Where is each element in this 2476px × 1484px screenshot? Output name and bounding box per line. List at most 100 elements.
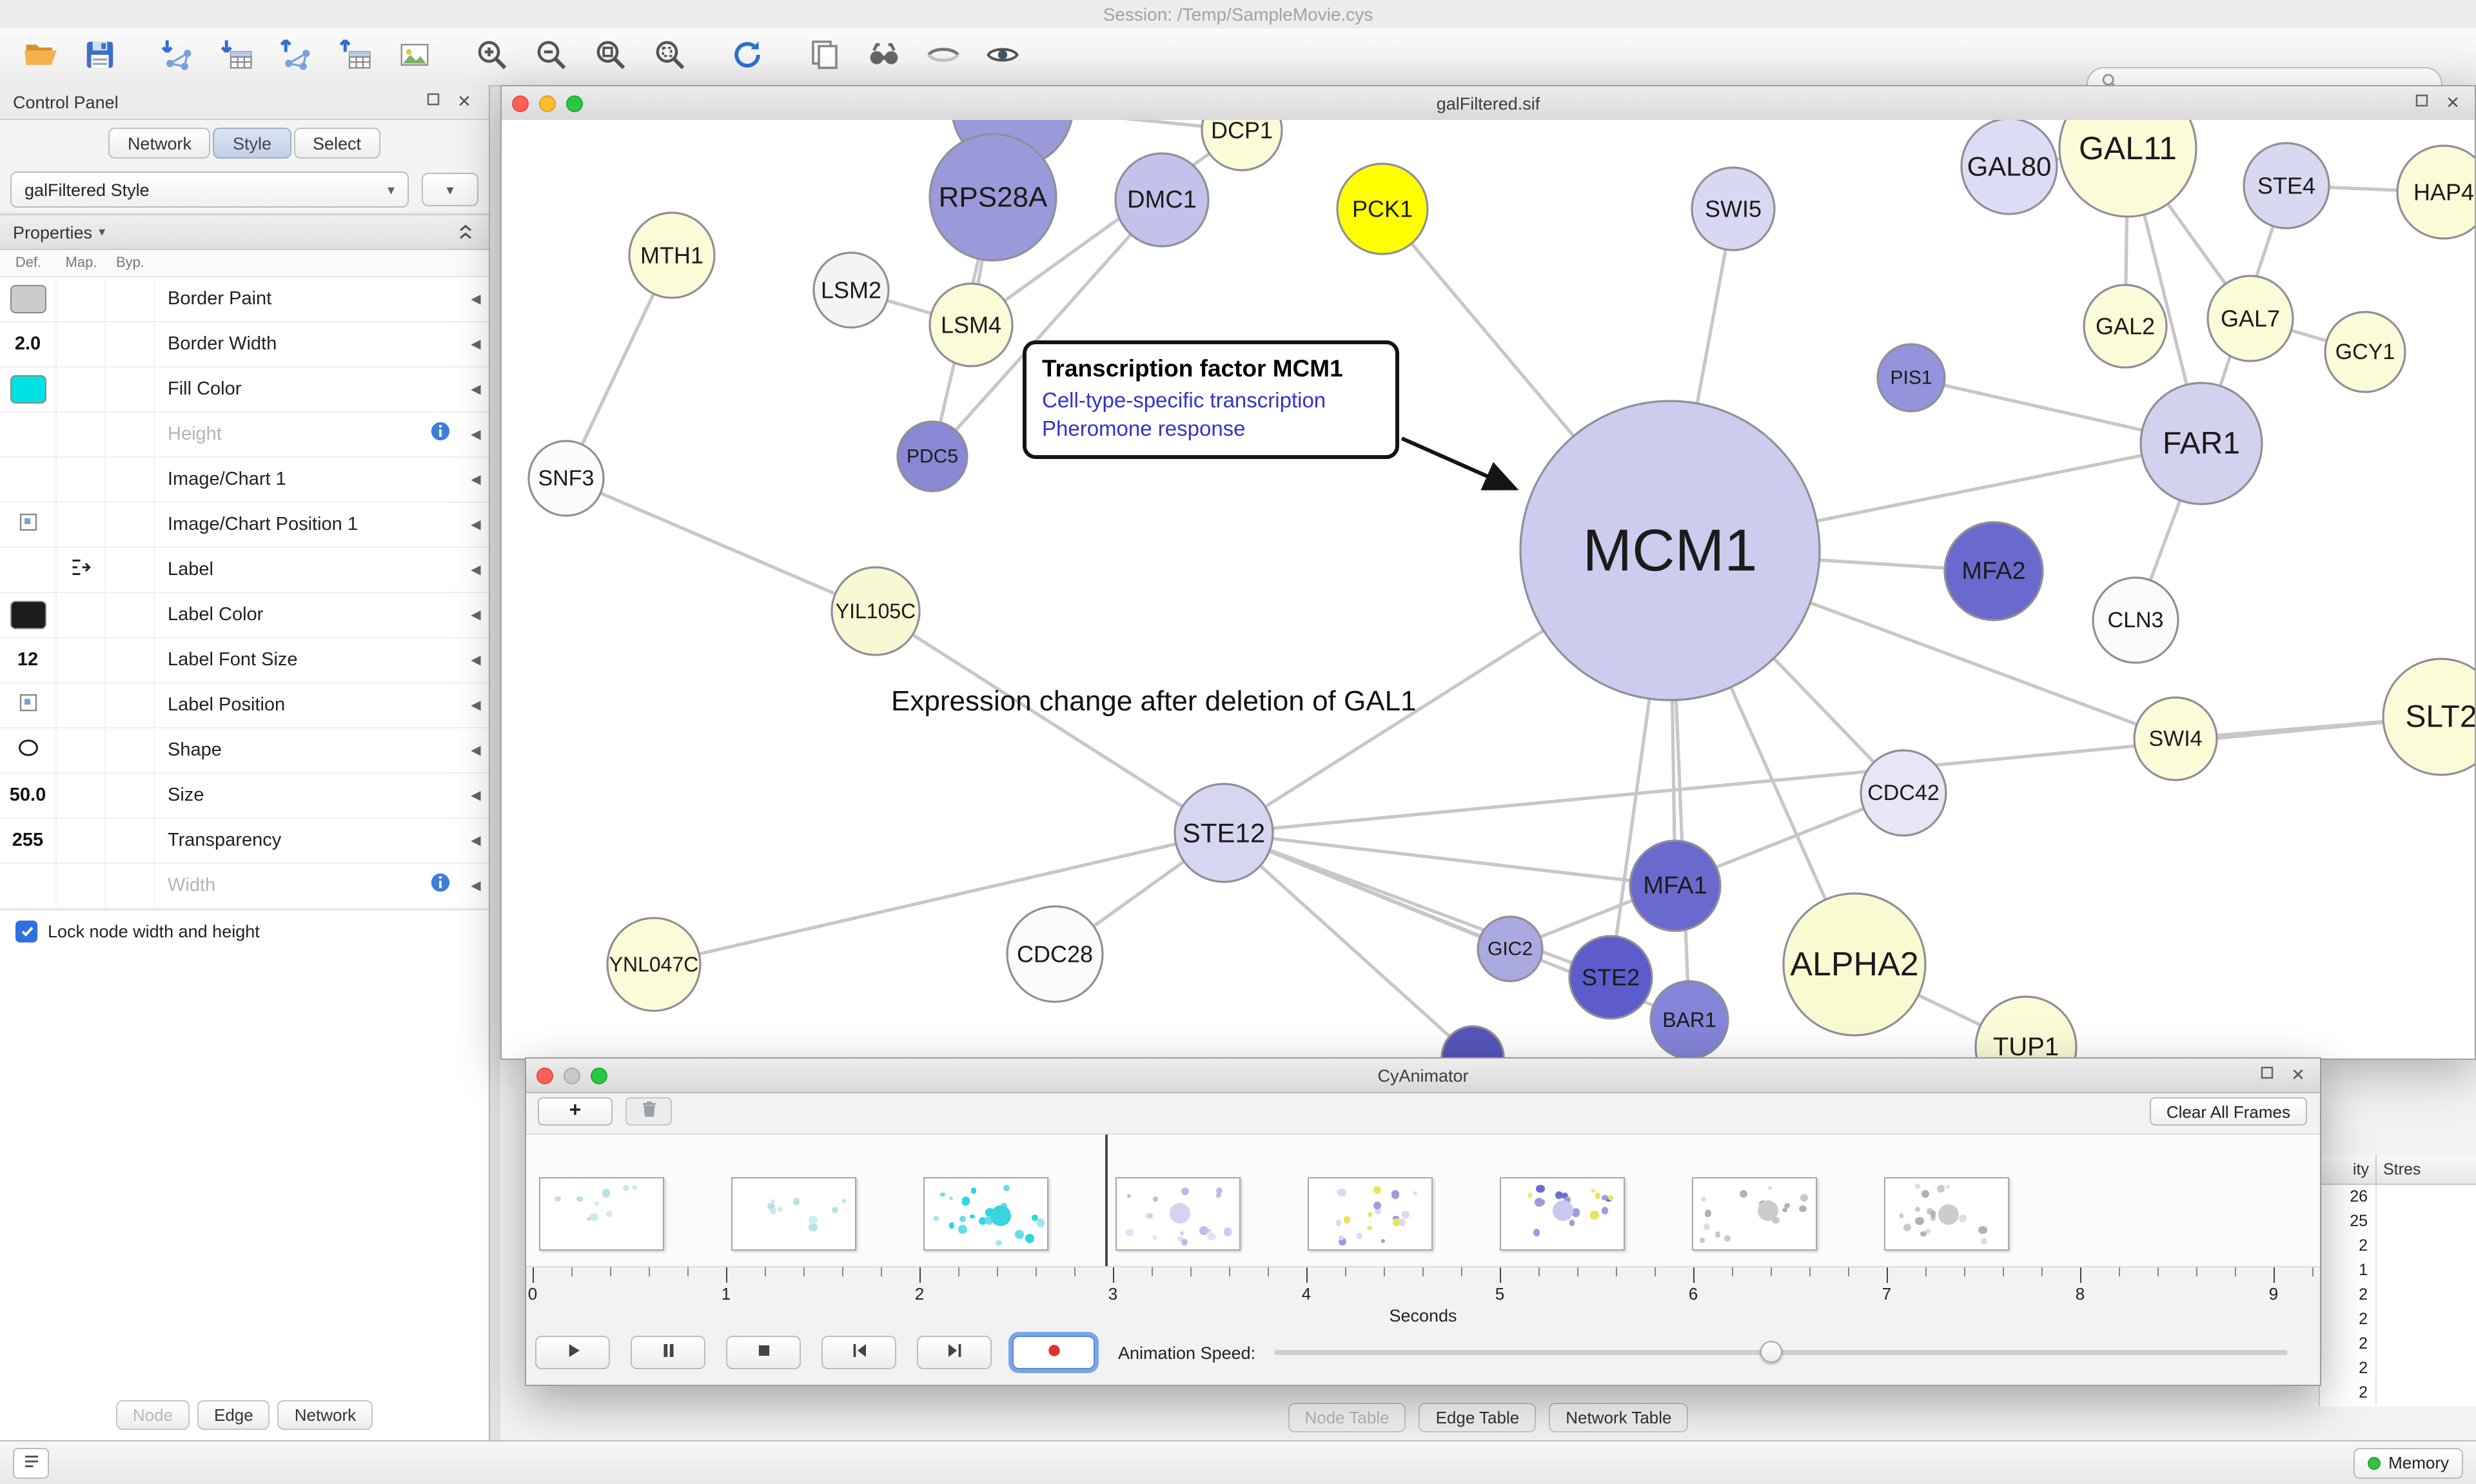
table-row[interactable]: 2 — [2320, 1307, 2476, 1332]
node-ste12[interactable]: STE12 — [1174, 783, 1274, 883]
property-default-cell[interactable] — [0, 367, 57, 411]
table-row[interactable]: 2 — [2320, 1332, 2476, 1356]
import-network-button[interactable] — [152, 35, 201, 79]
node-hap4[interactable]: HAP4 — [2396, 144, 2475, 240]
property-bypass-cell[interactable] — [106, 683, 155, 727]
color-swatch[interactable] — [10, 375, 46, 404]
node-ynl047c[interactable]: YNL047C — [606, 917, 702, 1012]
color-swatch[interactable] — [10, 601, 46, 629]
node-ste4[interactable]: STE4 — [2243, 142, 2330, 229]
node-rps28a[interactable]: RPS28A — [928, 133, 1057, 262]
style-selector[interactable]: galFiltered Style ▾ — [10, 171, 409, 208]
stop-button[interactable] — [726, 1336, 801, 1369]
zoom-out-button[interactable] — [526, 35, 575, 79]
node-tup1[interactable]: TUP1 — [1974, 995, 2078, 1059]
style-options-button[interactable]: ▾ — [422, 173, 478, 206]
property-mapping-cell[interactable] — [57, 728, 106, 772]
record-button[interactable] — [1012, 1336, 1095, 1369]
tab-node-table[interactable]: Node Table — [1288, 1403, 1406, 1432]
panel-tab-network[interactable]: Network — [277, 1400, 373, 1430]
property-mapping-cell[interactable] — [57, 638, 106, 682]
node-lsm2[interactable]: LSM2 — [812, 251, 890, 329]
node-yil105c[interactable]: YIL105C — [830, 566, 921, 656]
float-panel-icon[interactable] — [422, 90, 445, 113]
property-bypass-cell[interactable] — [106, 864, 155, 908]
property-mapping-cell[interactable] — [57, 683, 106, 727]
open-session-button[interactable] — [15, 35, 64, 79]
property-bypass-cell[interactable] — [106, 819, 155, 863]
node-cdc42[interactable]: CDC42 — [1860, 749, 1947, 837]
show-graphics-details-button[interactable] — [978, 35, 1027, 79]
property-mapping-cell[interactable] — [57, 774, 106, 817]
float-window-icon[interactable] — [2410, 92, 2433, 115]
property-bypass-cell[interactable] — [106, 503, 155, 547]
property-mapping-cell[interactable] — [57, 864, 106, 908]
frame-thumbnail-7[interactable] — [1692, 1177, 1817, 1251]
property-bypass-cell[interactable] — [106, 458, 155, 502]
panel-menu-button[interactable] — [13, 1447, 49, 1478]
property-mapping-cell[interactable] — [57, 458, 106, 502]
panel-tab-edge[interactable]: Edge — [197, 1400, 270, 1430]
node-far1[interactable]: FAR1 — [2139, 382, 2263, 505]
network-canvas[interactable]: RPS28BDCP1RPS28ADMC1PCK1SWI5GAL80GAL11ST… — [502, 120, 2475, 1059]
annotation-box[interactable]: Transcription factor MCM1 Cell-type-spec… — [1023, 340, 1399, 459]
collapse-row-icon[interactable]: ◀ — [471, 879, 481, 893]
property-bypass-cell[interactable] — [106, 774, 155, 817]
property-bypass-cell[interactable] — [106, 593, 155, 637]
collapse-row-icon[interactable]: ◀ — [471, 473, 481, 487]
pause-button[interactable] — [631, 1336, 705, 1369]
property-default-cell[interactable] — [0, 458, 57, 502]
node-gal7[interactable]: GAL7 — [2206, 275, 2294, 362]
collapse-row-icon[interactable]: ◀ — [471, 834, 481, 848]
tab-network-table[interactable]: Network Table — [1549, 1403, 1689, 1432]
frame-thumbnail-6[interactable] — [1500, 1177, 1625, 1251]
expand-collapse-all-icon[interactable] — [455, 222, 476, 242]
node-swi4[interactable]: SWI4 — [2133, 696, 2218, 781]
close-window-icon[interactable] — [536, 1067, 553, 1084]
node-dmc1[interactable]: DMC1 — [1114, 152, 1210, 248]
float-window-icon[interactable] — [2255, 1064, 2279, 1087]
property-default-cell[interactable]: 50.0 — [0, 774, 57, 817]
property-mapping-cell[interactable] — [57, 819, 106, 863]
property-default-cell[interactable] — [0, 413, 57, 456]
property-mapping-cell[interactable] — [57, 367, 106, 411]
node-mfa2[interactable]: MFA2 — [1943, 521, 2044, 621]
table-row[interactable]: 26 — [2320, 1185, 2476, 1209]
frame-thumbnail-1[interactable] — [539, 1177, 664, 1251]
save-session-button[interactable] — [75, 35, 124, 79]
tab-edge-table[interactable]: Edge Table — [1419, 1403, 1537, 1432]
property-bypass-cell[interactable] — [106, 413, 155, 456]
close-window-icon[interactable] — [512, 95, 529, 112]
lock-size-checkbox[interactable] — [15, 920, 37, 942]
node-cdc28[interactable]: CDC28 — [1006, 905, 1104, 1003]
export-image-button[interactable] — [389, 35, 438, 79]
tab-style[interactable]: Style — [213, 128, 291, 159]
table-row[interactable]: 2 — [2320, 1283, 2476, 1307]
panel-tab-node[interactable]: Node — [115, 1400, 190, 1430]
node-dcp1[interactable]: DCP1 — [1201, 120, 1283, 171]
node-gal2[interactable]: GAL2 — [2083, 284, 2168, 369]
zoom-in-button[interactable] — [467, 35, 516, 79]
step-backward-button[interactable] — [821, 1336, 896, 1369]
property-default-cell[interactable]: 255 — [0, 819, 57, 863]
close-view-icon[interactable]: ✕ — [2286, 1064, 2310, 1087]
property-default-cell[interactable]: 12 — [0, 638, 57, 682]
collapse-row-icon[interactable]: ◀ — [471, 292, 481, 306]
property-default-cell[interactable] — [0, 683, 57, 727]
animation-speed-slider[interactable] — [1273, 1341, 2288, 1363]
frame-thumbnail-4[interactable] — [1115, 1177, 1241, 1251]
table-row[interactable]: 2 — [2320, 1381, 2476, 1405]
property-bypass-cell[interactable] — [106, 638, 155, 682]
zoom-fit-button[interactable] — [585, 35, 634, 79]
collapse-row-icon[interactable]: ◀ — [471, 653, 481, 667]
collapse-row-icon[interactable]: ◀ — [471, 427, 481, 442]
add-frame-button[interactable]: + — [538, 1097, 613, 1126]
node-pdc5[interactable]: PDC5 — [896, 420, 968, 493]
step-forward-button[interactable] — [917, 1336, 992, 1369]
property-mapping-cell[interactable] — [57, 277, 106, 321]
node-swi5[interactable]: SWI5 — [1691, 166, 1776, 251]
node-pis1[interactable]: PIS1 — [1876, 343, 1946, 413]
node-bar1[interactable]: BAR1 — [1649, 980, 1729, 1059]
collapse-row-icon[interactable]: ◀ — [471, 518, 481, 532]
collapse-row-icon[interactable]: ◀ — [471, 382, 481, 396]
